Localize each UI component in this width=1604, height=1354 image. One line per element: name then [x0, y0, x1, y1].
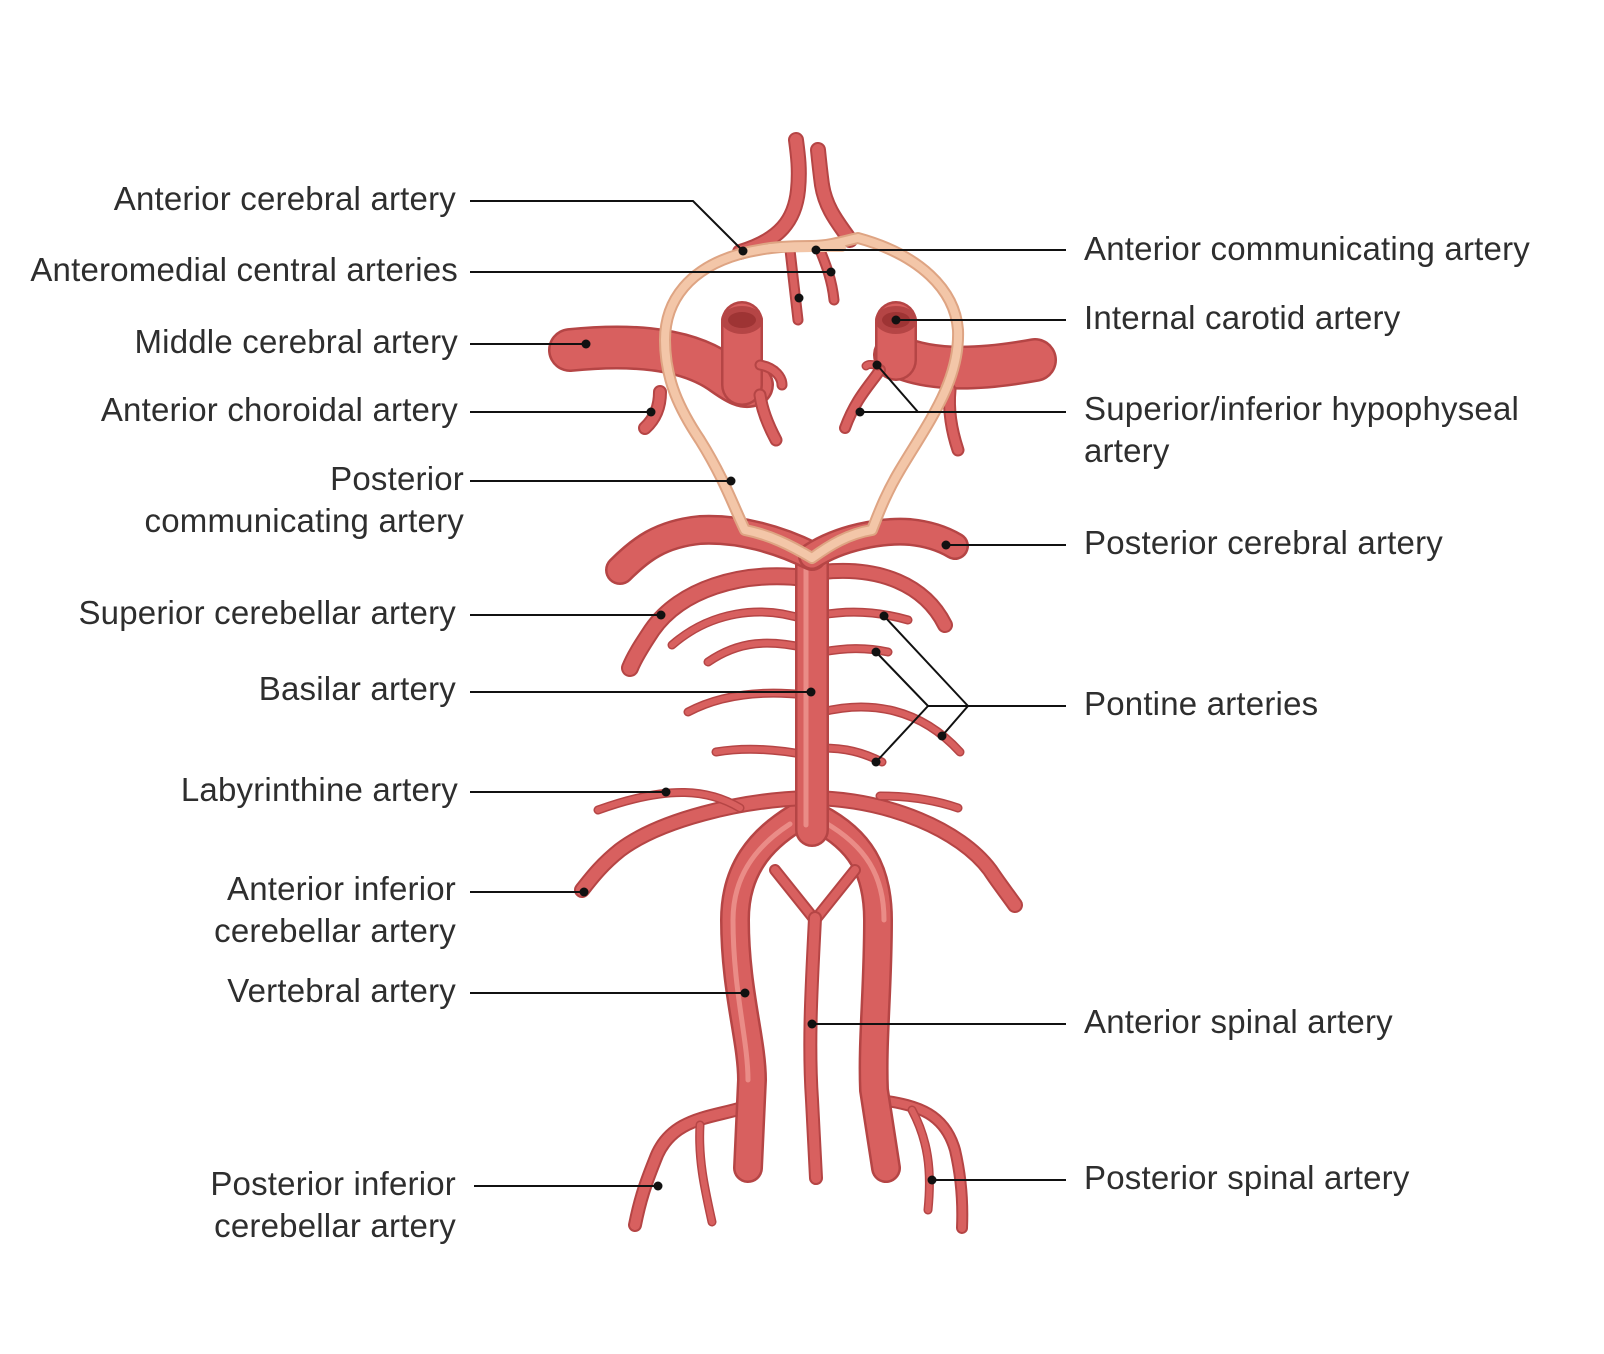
dot-posterior-inferior-cerebellar [653, 1181, 663, 1191]
leader-hypophyseal [860, 364, 1066, 413]
label-line-2: communicating artery [144, 502, 464, 539]
vertebral-artery-left [720, 803, 811, 1183]
dot-basilar [806, 687, 816, 697]
posterior-spinal-branches [874, 1094, 969, 1234]
anterior-spinal-artery [769, 864, 861, 1185]
label-labyrinthine-artery: Labyrinthine artery [180, 771, 458, 808]
label-line-2: cerebellar artery [214, 912, 456, 949]
dot-labyrinthine [661, 787, 671, 797]
dot-internal-carotid [891, 315, 901, 325]
label-line-1: Posterior inferior [210, 1165, 456, 1202]
label-hypophyseal-artery: Superior/inferior hypophyseal artery [1084, 388, 1519, 472]
label-internal-carotid-artery: Internal carotid artery [1084, 299, 1401, 336]
dot-pontine-3 [937, 731, 947, 741]
circle-of-willis-ring [659, 232, 965, 564]
pica-left [628, 1101, 749, 1232]
dot-anterior-cerebral [738, 246, 748, 256]
dot-anterior-communicating [811, 245, 821, 255]
dot-posterior-spinal [927, 1175, 937, 1185]
label-vertebral-artery: Vertebral artery [227, 972, 456, 1009]
label-line-2: cerebellar artery [214, 1207, 456, 1244]
label-line-1: Posterior [330, 460, 464, 497]
vertebral-artery-right [803, 803, 901, 1183]
label-anterior-spinal-artery: Anterior spinal artery [1084, 1003, 1393, 1040]
dot-vertebral [740, 988, 750, 998]
dot-middle-cerebral [581, 339, 591, 349]
label-middle-cerebral-artery: Middle cerebral artery [134, 323, 458, 360]
label-pontine-arteries: Pontine arteries [1084, 685, 1319, 722]
dot-hypophyseal-2 [872, 360, 882, 370]
label-superior-cerebellar-artery: Superior cerebellar artery [78, 594, 456, 631]
label-line-1: Superior/inferior hypophyseal [1084, 390, 1520, 427]
label-line-1: Anterior inferior [227, 870, 456, 907]
dot-pontine-1 [879, 611, 889, 621]
label-posterior-cerebral-artery: Posterior cerebral artery [1084, 524, 1443, 561]
label-anterior-inferior-cerebellar-artery: Anterior inferior cerebellar artery [214, 868, 456, 952]
label-posterior-inferior-cerebellar-artery: Posterior inferior cerebellar artery [210, 1163, 456, 1247]
label-posterior-communicating-artery: Posterior communicating artery [145, 458, 464, 542]
labyrinthine-arteries [593, 787, 963, 815]
internal-carotid-arteries [721, 301, 917, 406]
dot-hypophyseal-1 [855, 407, 865, 417]
hypophyseal-arteries [839, 360, 886, 434]
label-posterior-spinal-artery: Posterior spinal artery [1084, 1159, 1410, 1196]
middle-cerebral-arteries [548, 325, 1057, 408]
superior-cerebellar-arteries [621, 562, 953, 677]
dot-anteromedial-central [794, 293, 804, 303]
label-anterior-communicating-artery: Anterior communicating artery [1084, 230, 1530, 267]
dot-anterior-spinal [807, 1019, 817, 1029]
label-anteromedial-central-arteries: Anteromedial central arteries [30, 251, 458, 288]
dot-pontine-2 [871, 647, 881, 657]
label-basilar-artery: Basilar artery [258, 670, 456, 707]
dot-anterior-choroidal [646, 407, 656, 417]
label-line-2: artery [1084, 432, 1170, 469]
dot-pontine-4 [871, 757, 881, 767]
leader-anterior-cerebral [470, 200, 744, 252]
dot-posterior-cerebral [941, 540, 951, 550]
dot-anteromedial-central-2 [826, 267, 836, 277]
anterior-choroidal-arteries [638, 359, 965, 457]
dot-posterior-communicating [726, 476, 736, 486]
label-anterior-cerebral-artery: Anterior cerebral artery [113, 180, 456, 217]
dot-superior-cerebellar [656, 610, 666, 620]
label-anterior-choroidal-artery: Anterior choroidal artery [100, 391, 458, 428]
dot-anterior-inferior-cerebellar [579, 887, 589, 897]
leader-pontine [875, 615, 1066, 763]
anterior-inferior-cerebellar-arteries [574, 790, 1023, 913]
anterior-cerebral-arteries [732, 132, 858, 326]
